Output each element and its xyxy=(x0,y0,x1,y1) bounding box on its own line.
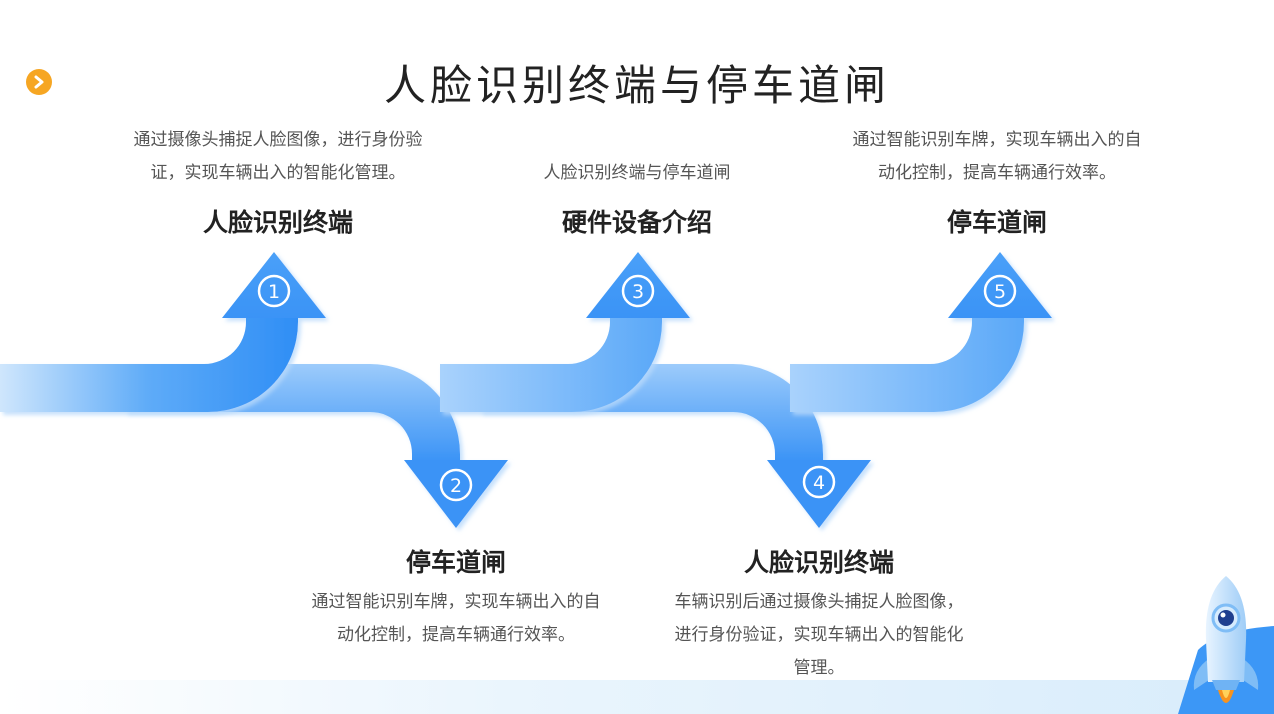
svg-text:5: 5 xyxy=(994,281,1006,303)
step-4-description: 车辆识别后通过摄像头捕捉人脸图像， 进行身份验证，实现车辆出入的智能化 管理。 xyxy=(674,592,964,678)
step-3-title: 硬件设备介绍 xyxy=(561,208,712,237)
step-number-1: 1 xyxy=(257,274,291,308)
rocket-icon xyxy=(1178,576,1274,714)
step-1-description: 通过摄像头捕捉人脸图像，进行身份验 证，实现车辆出入的智能化管理。 xyxy=(133,130,423,183)
step-4-title: 人脸识别终端 xyxy=(743,548,894,577)
svg-text:4: 4 xyxy=(813,472,825,494)
svg-text:2: 2 xyxy=(450,475,462,497)
step-1-title: 人脸识别终端 xyxy=(202,208,353,237)
svg-text:3: 3 xyxy=(632,281,644,303)
step-number-3: 3 xyxy=(621,274,655,308)
step-2-description: 通过智能识别车牌，实现车辆出入的自 动化控制，提高车辆通行效率。 xyxy=(311,592,601,645)
svg-text:1: 1 xyxy=(268,281,280,303)
bottom-gradient-band xyxy=(0,680,1274,714)
flow-arrow-5 xyxy=(790,252,1052,412)
step-5-title: 停车道闸 xyxy=(946,208,1047,237)
step-number-5: 5 xyxy=(983,274,1017,308)
step-3-description: 人脸识别终端与停车道闸 xyxy=(543,163,731,183)
chevron-right-icon xyxy=(26,69,52,95)
page-title: 人脸识别终端与停车道闸 xyxy=(383,61,890,110)
step-5-description: 通过智能识别车牌，实现车辆出入的自 动化控制，提高车辆通行效率。 xyxy=(852,130,1142,183)
flow-arrow-3 xyxy=(440,252,690,412)
step-number-2: 2 xyxy=(439,468,473,502)
step-2-title: 停车道闸 xyxy=(405,548,506,577)
step-number-4: 4 xyxy=(802,465,836,499)
flow-arrow-1 xyxy=(0,252,326,412)
